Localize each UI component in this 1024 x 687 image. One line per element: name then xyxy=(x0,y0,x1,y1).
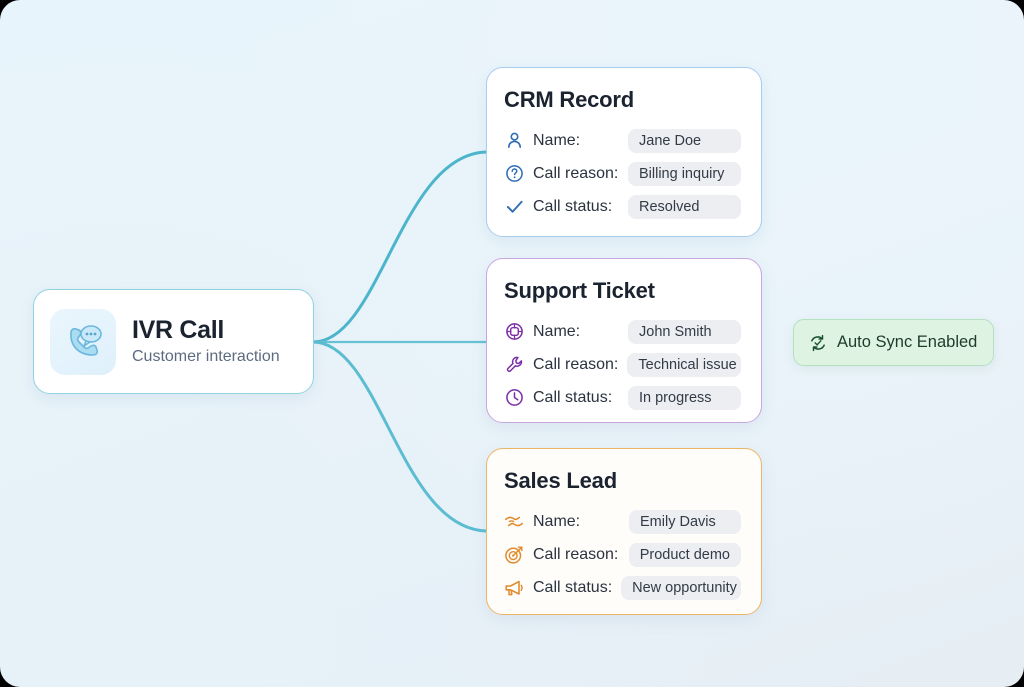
card-title: Sales Lead xyxy=(504,468,617,493)
auto-sync-badge[interactable]: Auto Sync Enabled xyxy=(793,319,995,366)
check-icon xyxy=(504,197,524,217)
ivr-call-text: IVR Call Customer interaction xyxy=(132,315,280,367)
ivr-call-subtitle: Customer interaction xyxy=(132,348,280,366)
row-value: Product demo xyxy=(628,542,741,567)
sales-lead-card[interactable]: Sales Lead Name: Emily Davis xyxy=(486,448,762,615)
sync-check-icon xyxy=(808,333,828,353)
row-label: Call status: xyxy=(533,578,613,596)
row-label: Call reason: xyxy=(533,355,619,373)
connector-to-sales xyxy=(311,340,488,533)
question-circle-icon xyxy=(504,164,524,184)
row-value: New opportunity xyxy=(621,575,741,600)
row-label: Call reason: xyxy=(533,164,619,182)
card-title: Support Ticket xyxy=(504,278,655,303)
phone-chat-icon xyxy=(50,308,116,375)
wrench-icon xyxy=(504,355,524,375)
card-row: Name: Emily Davis xyxy=(504,505,741,538)
handshake-icon xyxy=(504,512,524,532)
card-row: Call reason: Billing inquiry xyxy=(504,157,741,190)
person-icon xyxy=(504,131,524,151)
clock-icon xyxy=(504,388,524,408)
row-label: Name: xyxy=(533,512,581,530)
ivr-call-node[interactable]: IVR Call Customer interaction xyxy=(33,289,314,394)
row-value: In progress xyxy=(628,385,741,410)
card-row: Name: John Smith xyxy=(504,315,741,348)
support-ticket-card[interactable]: Support Ticket Name: John Smith Call rea… xyxy=(486,258,762,423)
card-row: Call status: In progress xyxy=(504,381,741,414)
row-value: Emily Davis xyxy=(629,509,741,534)
card-row: Call status: New opportunity xyxy=(504,571,741,604)
megaphone-icon xyxy=(504,578,524,598)
row-value: Resolved xyxy=(628,194,741,219)
connector-to-crm xyxy=(311,150,488,344)
row-label: Name: xyxy=(533,322,581,340)
row-label: Call status: xyxy=(533,197,613,215)
ivr-call-title: IVR Call xyxy=(132,315,225,344)
row-value: Billing inquiry xyxy=(628,161,741,186)
card-row: Call reason: Product demo xyxy=(504,538,741,571)
row-value: John Smith xyxy=(628,319,741,344)
row-value: Jane Doe xyxy=(628,128,741,153)
row-label: Call reason: xyxy=(533,545,619,563)
card-row: Call status: Resolved xyxy=(504,190,741,223)
crm-record-card[interactable]: CRM Record Name: Jane Doe Call reason: B xyxy=(486,67,762,237)
card-row: Call reason: Technical issue xyxy=(504,348,741,381)
auto-sync-label: Auto Sync Enabled xyxy=(837,333,978,351)
row-label: Call status: xyxy=(533,388,613,406)
card-title: CRM Record xyxy=(504,87,635,112)
row-value: Technical issue xyxy=(627,352,741,377)
target-icon xyxy=(504,545,524,565)
card-row: Name: Jane Doe xyxy=(504,124,741,157)
ticket-badge-icon xyxy=(504,322,524,342)
row-label: Name: xyxy=(533,131,581,149)
